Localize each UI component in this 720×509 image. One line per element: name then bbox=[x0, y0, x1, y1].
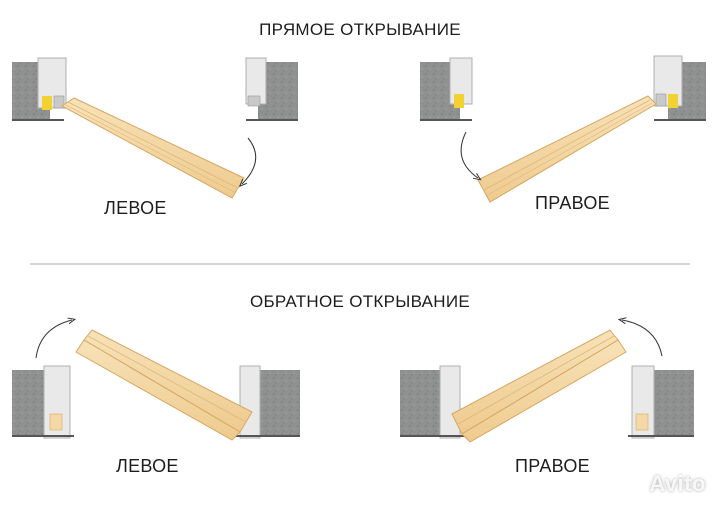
direct-left-door-leaf bbox=[61, 97, 245, 199]
direct-left-wall-right bbox=[245, 57, 298, 121]
direct-right-label: ПРАВОЕ bbox=[535, 193, 610, 213]
direct-opening-title: ПРЯМОЕ ОТКРЫВАНИЕ bbox=[259, 20, 461, 39]
reverse-left-arrow bbox=[35, 320, 72, 359]
reverse-right-wall-right bbox=[628, 365, 694, 439]
direct-left-wall-left bbox=[12, 57, 67, 121]
reverse-left-door-leaf bbox=[75, 329, 253, 441]
reverse-right-arrow bbox=[622, 320, 663, 357]
reverse-right-wall-left bbox=[400, 365, 466, 439]
direct-right-door-leaf bbox=[477, 95, 657, 203]
direct-right-wall-left bbox=[420, 57, 473, 121]
direct-right-wall-right bbox=[653, 55, 706, 121]
direct-right-arrow bbox=[460, 131, 478, 178]
direct-left-arrow bbox=[242, 137, 257, 184]
reverse-left-wall-right bbox=[234, 365, 300, 439]
avito-watermark: Avito bbox=[649, 471, 706, 496]
reverse-right-label: ПРАВОЕ bbox=[515, 456, 590, 476]
direct-left-label: ЛЕВОЕ bbox=[104, 198, 167, 218]
reverse-left-label: ЛЕВОЕ bbox=[116, 456, 179, 476]
reverse-left-wall-left bbox=[12, 365, 74, 439]
reverse-right-door-leaf bbox=[451, 329, 627, 443]
reverse-opening-title: ОБРАТНОЕ ОТКРЫВАНИЕ bbox=[249, 292, 471, 311]
